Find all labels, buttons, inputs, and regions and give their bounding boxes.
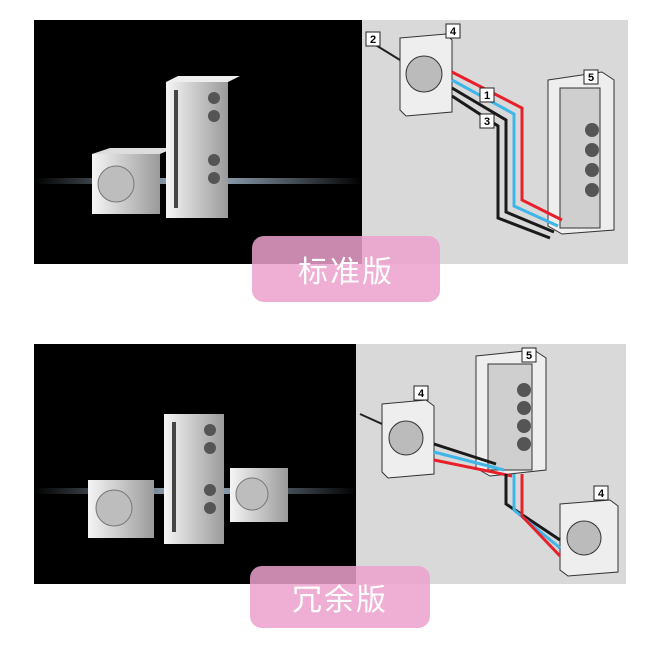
outdoor-chiller-left <box>381 399 435 479</box>
outdoor-unit-right <box>230 468 288 522</box>
standard-version-label: 标准版 <box>252 236 440 302</box>
callout-5: 5 <box>526 350 532 362</box>
outdoor-unit <box>92 148 174 214</box>
indoor-unit <box>166 76 240 218</box>
callout-4: 4 <box>450 26 457 38</box>
indoor-unit <box>164 414 224 544</box>
standard-product-photo <box>34 20 362 264</box>
callout-4-left: 4 <box>418 388 425 400</box>
redundant-product-photo <box>34 344 356 584</box>
redundant-connection-diagram: 5 4 4 <box>356 344 626 584</box>
cabinet-unit <box>547 71 615 235</box>
cabinet-unit <box>475 349 547 477</box>
redundant-version-label: 冗余版 <box>250 566 430 628</box>
standard-connection-diagram: 2 4 1 3 5 <box>362 20 628 264</box>
callout-4-right: 4 <box>598 488 605 500</box>
outdoor-unit-left <box>88 480 154 538</box>
callout-2: 2 <box>370 34 376 46</box>
callout-3: 3 <box>484 116 490 128</box>
callout-5: 5 <box>588 72 594 84</box>
outdoor-chiller-right <box>559 499 619 577</box>
outdoor-chiller <box>399 33 453 117</box>
callout-1: 1 <box>484 90 490 102</box>
